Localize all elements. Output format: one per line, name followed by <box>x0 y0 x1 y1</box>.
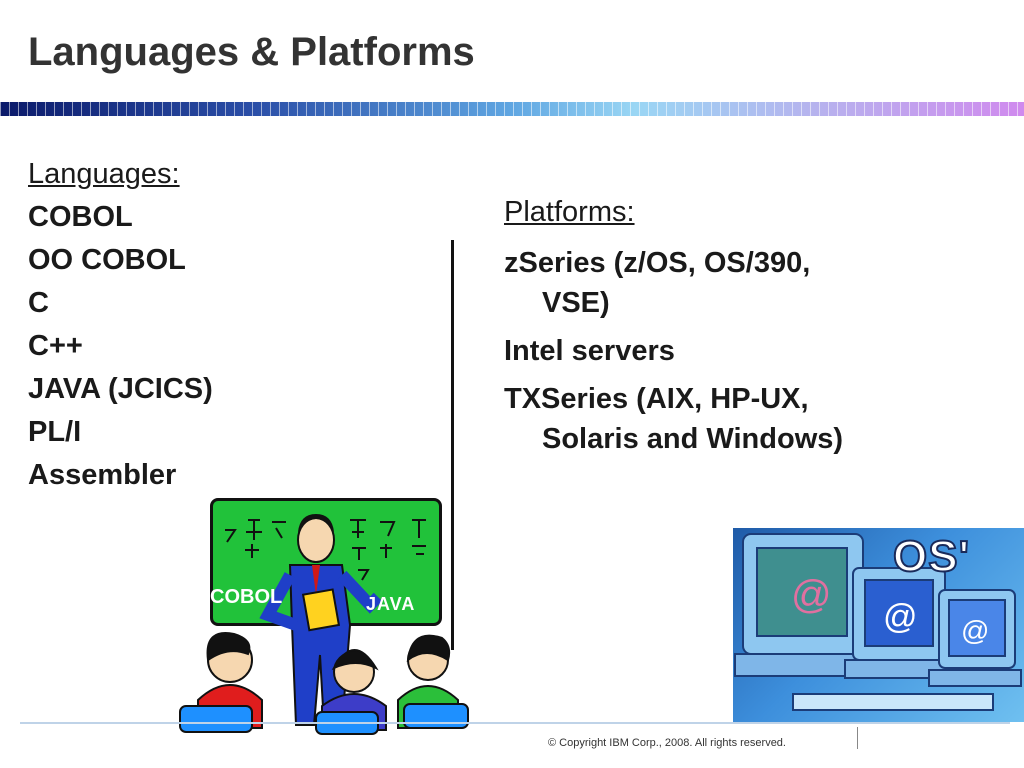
language-item: OO COBOL <box>28 244 186 276</box>
platforms-list: Platforms: zSeries (z/OS, OS/390, VSE) I… <box>504 196 884 467</box>
platform-item: TXSeries (AIX, HP-UX, Solaris and Window… <box>504 383 844 455</box>
board-label-cobol: COBOL <box>210 586 283 608</box>
platform-item: zSeries (z/OS, OS/390, VSE) <box>504 247 811 319</box>
at-symbol-icon: @ <box>961 615 989 646</box>
slide-title: Languages & Platforms <box>28 30 475 74</box>
platform-item: Intel servers <box>504 335 675 367</box>
at-symbol-icon: @ <box>883 598 918 636</box>
language-item: C++ <box>28 330 83 362</box>
language-item: JAVA (JCICS) <box>28 373 213 405</box>
languages-list: Languages: COBOL OO COBOL C C++ JAVA (JC… <box>28 158 213 502</box>
column-divider <box>451 240 454 650</box>
monitors-illustration: @ @ @ <box>734 533 1022 711</box>
languages-heading: Languages: <box>28 158 180 190</box>
os-label: OS' <box>892 531 971 582</box>
footer-divider <box>20 722 1010 724</box>
decorative-band-pattern <box>0 102 1024 116</box>
board-label-java: JAVA <box>366 594 416 614</box>
at-symbol-icon: @ <box>791 573 832 617</box>
language-item: COBOL <box>28 201 133 233</box>
footer-tick <box>857 727 858 749</box>
os-monitors-image: @ @ @ <box>733 528 1024 722</box>
platforms-heading: Platforms: <box>504 196 635 228</box>
copyright-notice: © Copyright IBM Corp., 2008. All rights … <box>548 737 786 749</box>
language-item: PL/I <box>28 416 82 448</box>
language-item: Assembler <box>28 459 177 491</box>
language-item: C <box>28 287 49 319</box>
